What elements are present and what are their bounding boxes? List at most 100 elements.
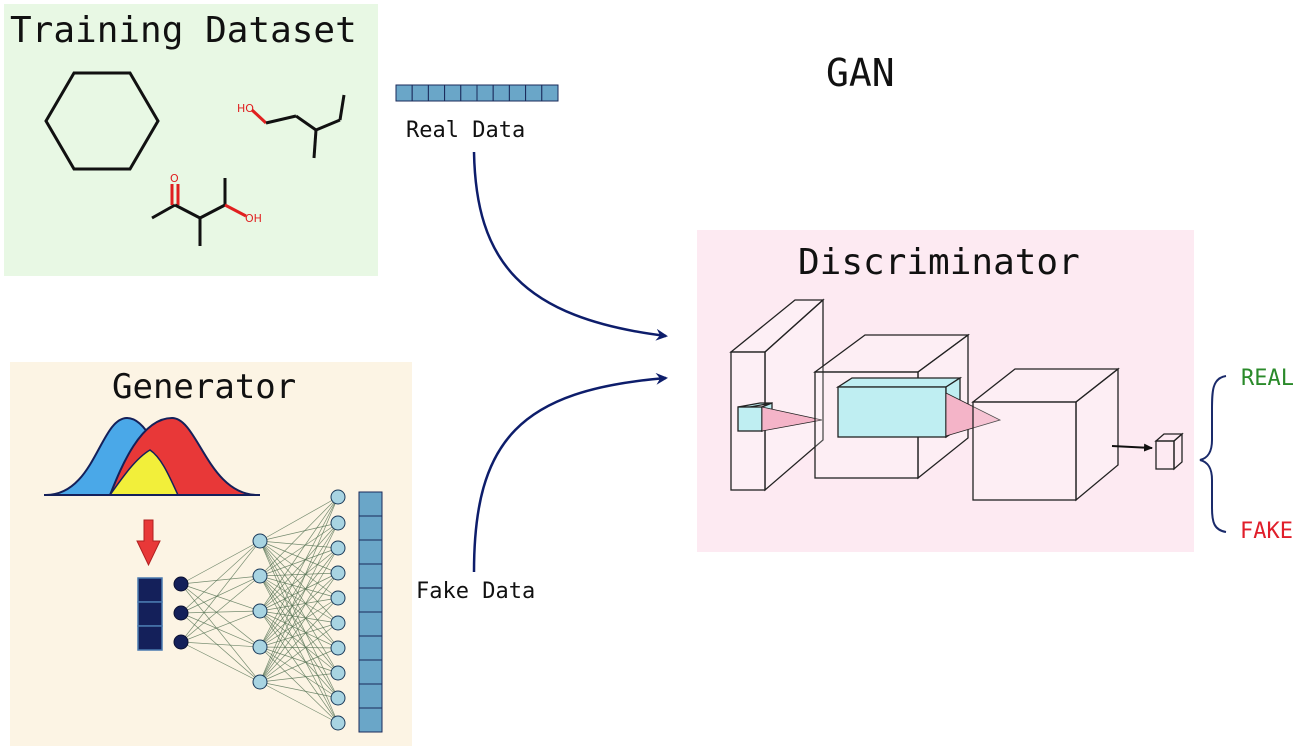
network-edge	[259, 540, 339, 549]
real-data-cell	[460, 84, 478, 102]
real-data-arrow	[472, 151, 668, 341]
network-edge	[180, 641, 261, 683]
network-edge	[259, 575, 339, 624]
network-edge	[259, 575, 339, 599]
network-edge	[259, 572, 339, 683]
network-edge	[180, 583, 261, 612]
network-edge	[259, 575, 339, 649]
kernel-2	[835, 376, 963, 439]
network-edge	[259, 522, 339, 542]
latent-cell	[137, 601, 163, 627]
network-edge	[259, 681, 339, 724]
network-edge	[180, 583, 261, 683]
network-edge	[180, 540, 261, 614]
real-data-cell	[444, 84, 462, 102]
network-edge	[180, 540, 261, 643]
latent-cell	[137, 577, 163, 603]
hidden-node	[330, 640, 346, 656]
input-node	[173, 576, 189, 592]
generator-title: Generator	[112, 367, 296, 407]
network-edge	[180, 612, 261, 683]
carbonyl-label: O	[170, 172, 179, 185]
network-edge	[259, 522, 339, 612]
network-edge	[259, 540, 339, 574]
network-edge	[259, 496, 339, 612]
network-edge	[259, 646, 339, 649]
network-edge	[259, 540, 339, 624]
fake-data-arrow	[472, 372, 668, 573]
network-edge	[259, 547, 339, 648]
network-edge	[180, 575, 261, 614]
projection-cone-1	[761, 406, 823, 432]
network-edge	[259, 681, 339, 699]
hydroxyl-label: HO	[237, 102, 254, 115]
generator-panel: Generator	[10, 362, 412, 746]
training-dataset-title: Training Dataset	[10, 10, 357, 51]
fake-data-cell	[358, 515, 383, 541]
network-edge	[180, 540, 261, 585]
fake-data-cell	[358, 539, 383, 565]
hidden-node	[330, 565, 346, 581]
fake-output-label: FAKE	[1240, 519, 1293, 544]
real-data-cell	[395, 84, 413, 102]
down-arrow-icon	[136, 519, 161, 567]
network-edge	[259, 610, 339, 724]
fake-data-cell	[358, 563, 383, 589]
hidden-node	[252, 533, 268, 549]
generator-network	[137, 489, 383, 733]
hexagon-molecule-icon	[44, 71, 160, 171]
network-edge	[259, 547, 339, 683]
hydroxyl-label-2: OH	[245, 212, 262, 225]
network-edge	[259, 496, 339, 683]
real-data-label: Real Data	[406, 118, 525, 143]
network-edge	[180, 575, 261, 643]
network-edge	[259, 610, 339, 624]
hidden-node	[330, 615, 346, 631]
real-data-cell	[476, 84, 494, 102]
input-node	[173, 605, 189, 621]
hidden-node	[330, 590, 346, 606]
pentanol-molecule-icon: HO	[237, 94, 346, 159]
hidden-node	[330, 690, 346, 706]
network-edge	[259, 522, 339, 577]
hidden-node	[330, 489, 346, 505]
real-data-cell	[411, 84, 429, 102]
hidden-node	[252, 603, 268, 619]
network-edge	[259, 597, 339, 683]
network-edge	[259, 610, 339, 699]
network-edge	[180, 610, 261, 643]
hidden-node	[330, 715, 346, 731]
fake-data-cell	[358, 611, 383, 637]
gan-title: GAN	[826, 51, 895, 95]
fake-data-cell	[358, 683, 383, 709]
output-arrow	[1111, 443, 1153, 452]
network-edge	[259, 622, 339, 683]
input-node	[173, 634, 189, 650]
network-edge	[259, 647, 339, 683]
hidden-node	[330, 540, 346, 556]
real-data-cell	[427, 84, 446, 102]
network-edge	[259, 496, 339, 577]
gaussian-distributions	[44, 416, 260, 496]
fake-data-cell	[358, 659, 383, 685]
output-unit	[1154, 432, 1184, 471]
network-edge	[259, 522, 339, 648]
real-output-label: REAL	[1241, 366, 1294, 391]
network-edge	[259, 547, 339, 577]
network-edge	[259, 597, 339, 612]
network-edge	[259, 597, 339, 648]
real-data-cell	[541, 84, 559, 102]
network-edge	[259, 540, 339, 599]
hidden-node	[330, 665, 346, 681]
network-edge	[259, 622, 339, 648]
training-dataset-panel: Training Dataset HO O OH	[4, 4, 378, 276]
hidden-node	[252, 639, 268, 655]
network-edge	[259, 547, 339, 612]
fake-data-cell	[358, 707, 383, 733]
latent-cell	[137, 625, 163, 651]
network-edge	[259, 610, 339, 649]
brace-icon	[1199, 375, 1227, 533]
real-data-cell	[525, 84, 543, 102]
real-data-vector	[395, 84, 559, 102]
network-edge	[259, 522, 339, 683]
